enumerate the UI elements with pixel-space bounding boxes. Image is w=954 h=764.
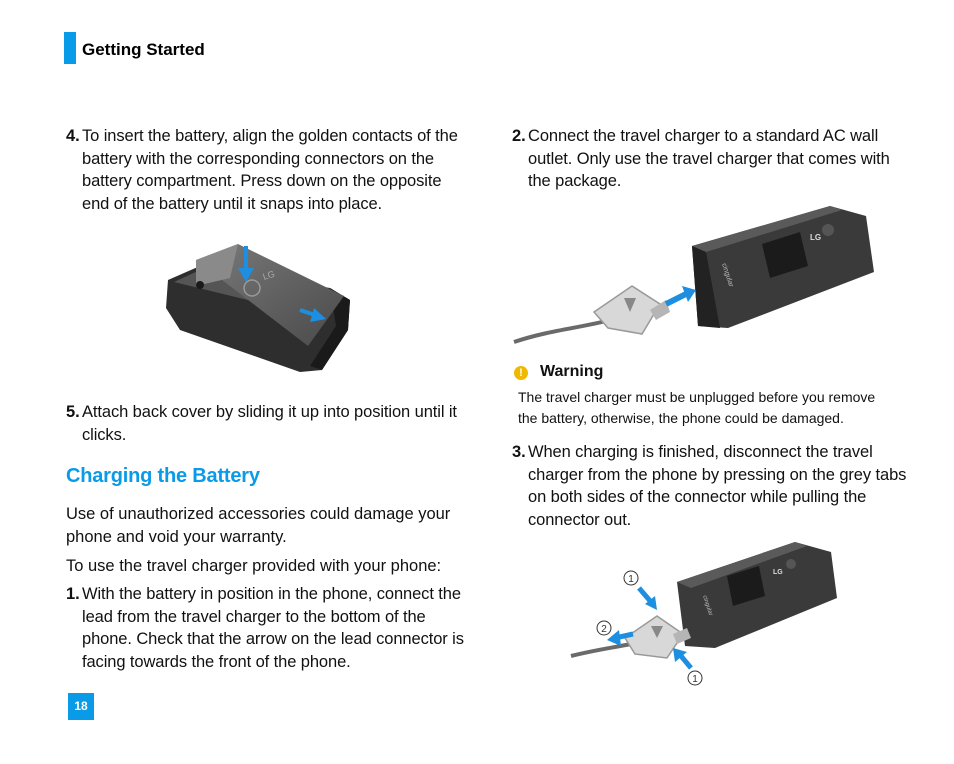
step-text: Attach back cover by sliding it up into … [82,403,457,444]
connect-arrow-icon [682,286,696,302]
step-number: 2. [512,127,526,145]
charger-connect-illustration: LG cingular [513,206,874,344]
press-arrow-bottom-icon [673,648,687,662]
phone-logo-mark [786,559,796,569]
connector-tab [650,300,670,320]
section-title: Charging the Battery [66,465,260,487]
phone-logo: LG [810,233,821,242]
step-text: With the battery in position in the phon… [82,585,464,671]
battery-contacts [196,244,238,286]
phone-edge [310,288,350,370]
charger-disconnect-illustration: LG cingular 1 2 1 [570,542,837,686]
paragraph-intro: To use the travel charger provided with … [66,557,442,575]
step-3: 3. When charging is finished, disconnect… [512,441,907,531]
external-screen [762,232,808,278]
step-4: 4. To insert the battery, align the gold… [66,125,466,215]
battery [196,244,344,346]
connector-arrow-icon [624,298,636,312]
charger-connector [592,285,662,335]
connect-arrow-line [664,291,688,307]
pull-arrow-icon [607,630,621,646]
external-screen [727,566,765,606]
page-header-title: Getting Started [82,40,205,59]
battery-logo: LG [262,269,277,282]
lg-logo-mark [243,279,261,297]
phone-logo: LG [773,569,783,576]
callout-label-1-top: 1 [628,574,634,585]
warning-text: The travel charger must be unplugged bef… [518,389,876,426]
charger-connector [623,615,685,659]
phone-bottom-edge [692,246,720,328]
press-arrow-top-line [637,586,653,604]
charger-cable [513,318,611,344]
connector-tab [673,628,691,644]
arrow-press-icon [310,308,326,322]
callout-label-2: 2 [601,624,607,635]
step-number: 4. [66,127,80,145]
step-2: 2. Connect the travel charger to a stand… [512,125,907,193]
battery-insert-illustration: LG [166,244,350,372]
step-number: 3. [512,443,526,461]
arrow-down-icon [238,268,254,282]
page-number: 18 [68,693,94,720]
header-accent-bar [64,32,76,64]
press-arrow-bottom-line [679,654,693,670]
step-1: 1. With the battery in position in the p… [66,583,466,673]
step-number: 1. [66,585,80,603]
camera-lens [196,281,204,289]
press-arrow-top-icon [645,596,657,610]
callout-circle-1-top [623,570,639,586]
paragraph-warranty: Use of unauthorized accessories could da… [66,505,451,546]
connector-arrow-icon [651,626,663,638]
phone-logo-mark [822,224,834,236]
step-text: To insert the battery, align the golden … [82,127,458,213]
callout-circle-1-bottom [687,670,703,686]
callout-label-1-bottom: 1 [692,674,698,685]
charger-cable [570,642,632,658]
warning-icon: ! [514,366,528,380]
step-5: 5. Attach back cover by sliding it up in… [66,401,466,446]
phone-top-edge [692,206,842,252]
step-text: Connect the travel charger to a standard… [528,127,890,190]
step-number: 5. [66,403,80,421]
callout-circle-2 [596,620,612,636]
warning-title: Warning [540,363,604,380]
step-text: When charging is finished, disconnect th… [528,443,907,529]
phone-top-edge [677,542,807,588]
